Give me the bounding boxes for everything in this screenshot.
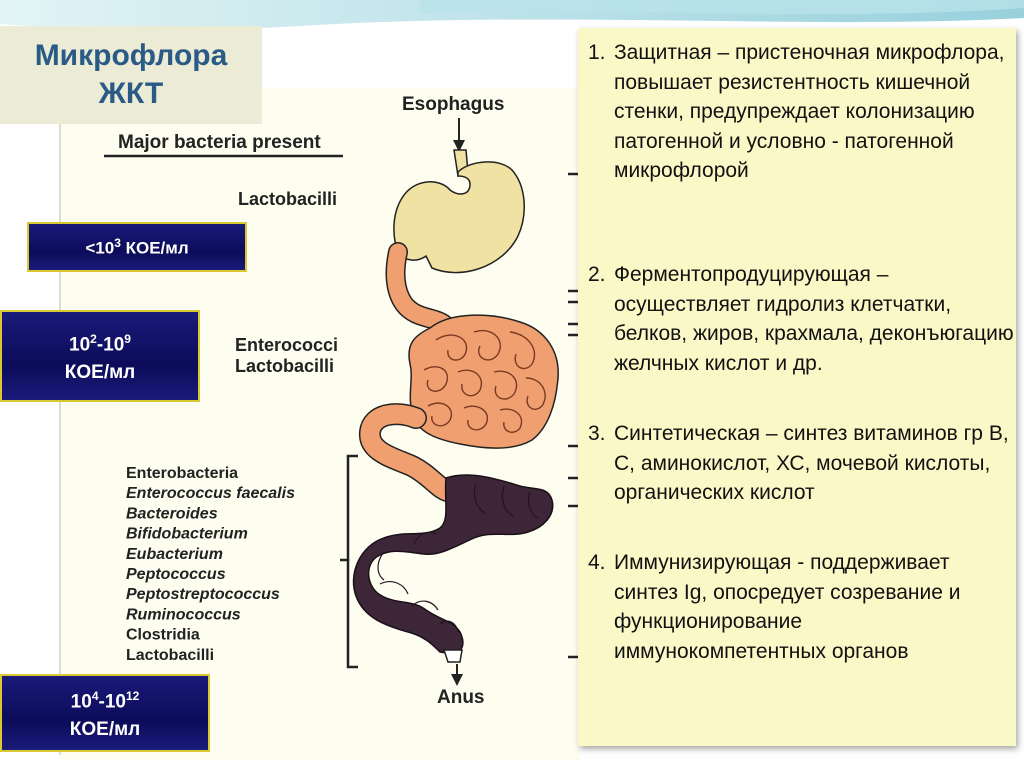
slide-title: Микрофлора ЖКТ	[34, 39, 228, 110]
colon-bacteria-item: Ruminococcus	[126, 606, 241, 623]
colon	[352, 474, 554, 655]
concentration-lower-range: 104-1012	[70, 688, 140, 713]
concentration-lower-box: 104-1012 КОЕ/мл	[0, 674, 210, 752]
colon-bacteria-item: Peptostreptococcus	[126, 586, 280, 603]
function-item-3: 3. Синтетическая – синтез витаминов гр В…	[588, 422, 1009, 504]
colon-bacteria-item: Enterococcus faecalis	[126, 485, 295, 502]
anus-label: Anus	[437, 687, 485, 708]
small-intestine-bacteria-2: Lactobacilli	[235, 356, 334, 376]
concentration-upper: <103 КОЕ/мл	[85, 235, 189, 258]
function-item-1: 1. Защитная – пристеночная микрофлора, п…	[588, 41, 1005, 182]
right-tick-marks	[568, 172, 578, 659]
colon-bacteria-item: Clostridia	[126, 627, 200, 644]
anus-arrow-head	[451, 674, 463, 686]
top-decor-band	[0, 0, 1024, 31]
concentration-upper-box: <103 КОЕ/мл	[27, 222, 247, 272]
colon-bacteria-item: Eubacterium	[126, 546, 223, 563]
colon-bacteria-item: Bacteroides	[126, 505, 218, 522]
function-item-4: 4. Иммунизирующая - поддерживает синтез …	[588, 551, 961, 663]
colon-bacteria-item: Bifidobacterium	[126, 526, 248, 543]
esophagus-label: Esophagus	[402, 94, 504, 115]
function-item-2: 2. Ферментопродуцирующая – осуществляет …	[588, 263, 1014, 375]
stomach	[393, 161, 525, 274]
concentration-middle-range: 102-109	[69, 331, 131, 356]
colon-bacteria-item: Peptococcus	[126, 566, 226, 583]
colon-haustra	[377, 483, 539, 633]
stomach-bacteria-label: Lactobacilli	[238, 189, 337, 209]
colon-bacteria-item: Lactobacilli	[126, 647, 214, 664]
colon-bacteria-item: Enterobacteria	[126, 465, 238, 482]
small-intestine	[408, 314, 559, 449]
colon-bracket	[346, 454, 358, 669]
small-intestine-coils	[423, 329, 546, 433]
diagram-header: Major bacteria present	[118, 132, 321, 153]
esophagus-arrow-head	[453, 140, 465, 152]
functions-panel: 1. Защитная – пристеночная микрофлора, п…	[578, 28, 1016, 746]
concentration-middle-unit: КОЕ/мл	[64, 362, 136, 384]
concentration-lower-unit: КОЕ/мл	[69, 719, 141, 741]
rectum	[442, 649, 463, 663]
slide-title-box: Микрофлора ЖКТ	[0, 26, 262, 124]
concentration-middle-box: 102-109 КОЕ/мл	[0, 310, 200, 402]
small-intestine-bacteria-1: Enterococci	[235, 335, 338, 355]
